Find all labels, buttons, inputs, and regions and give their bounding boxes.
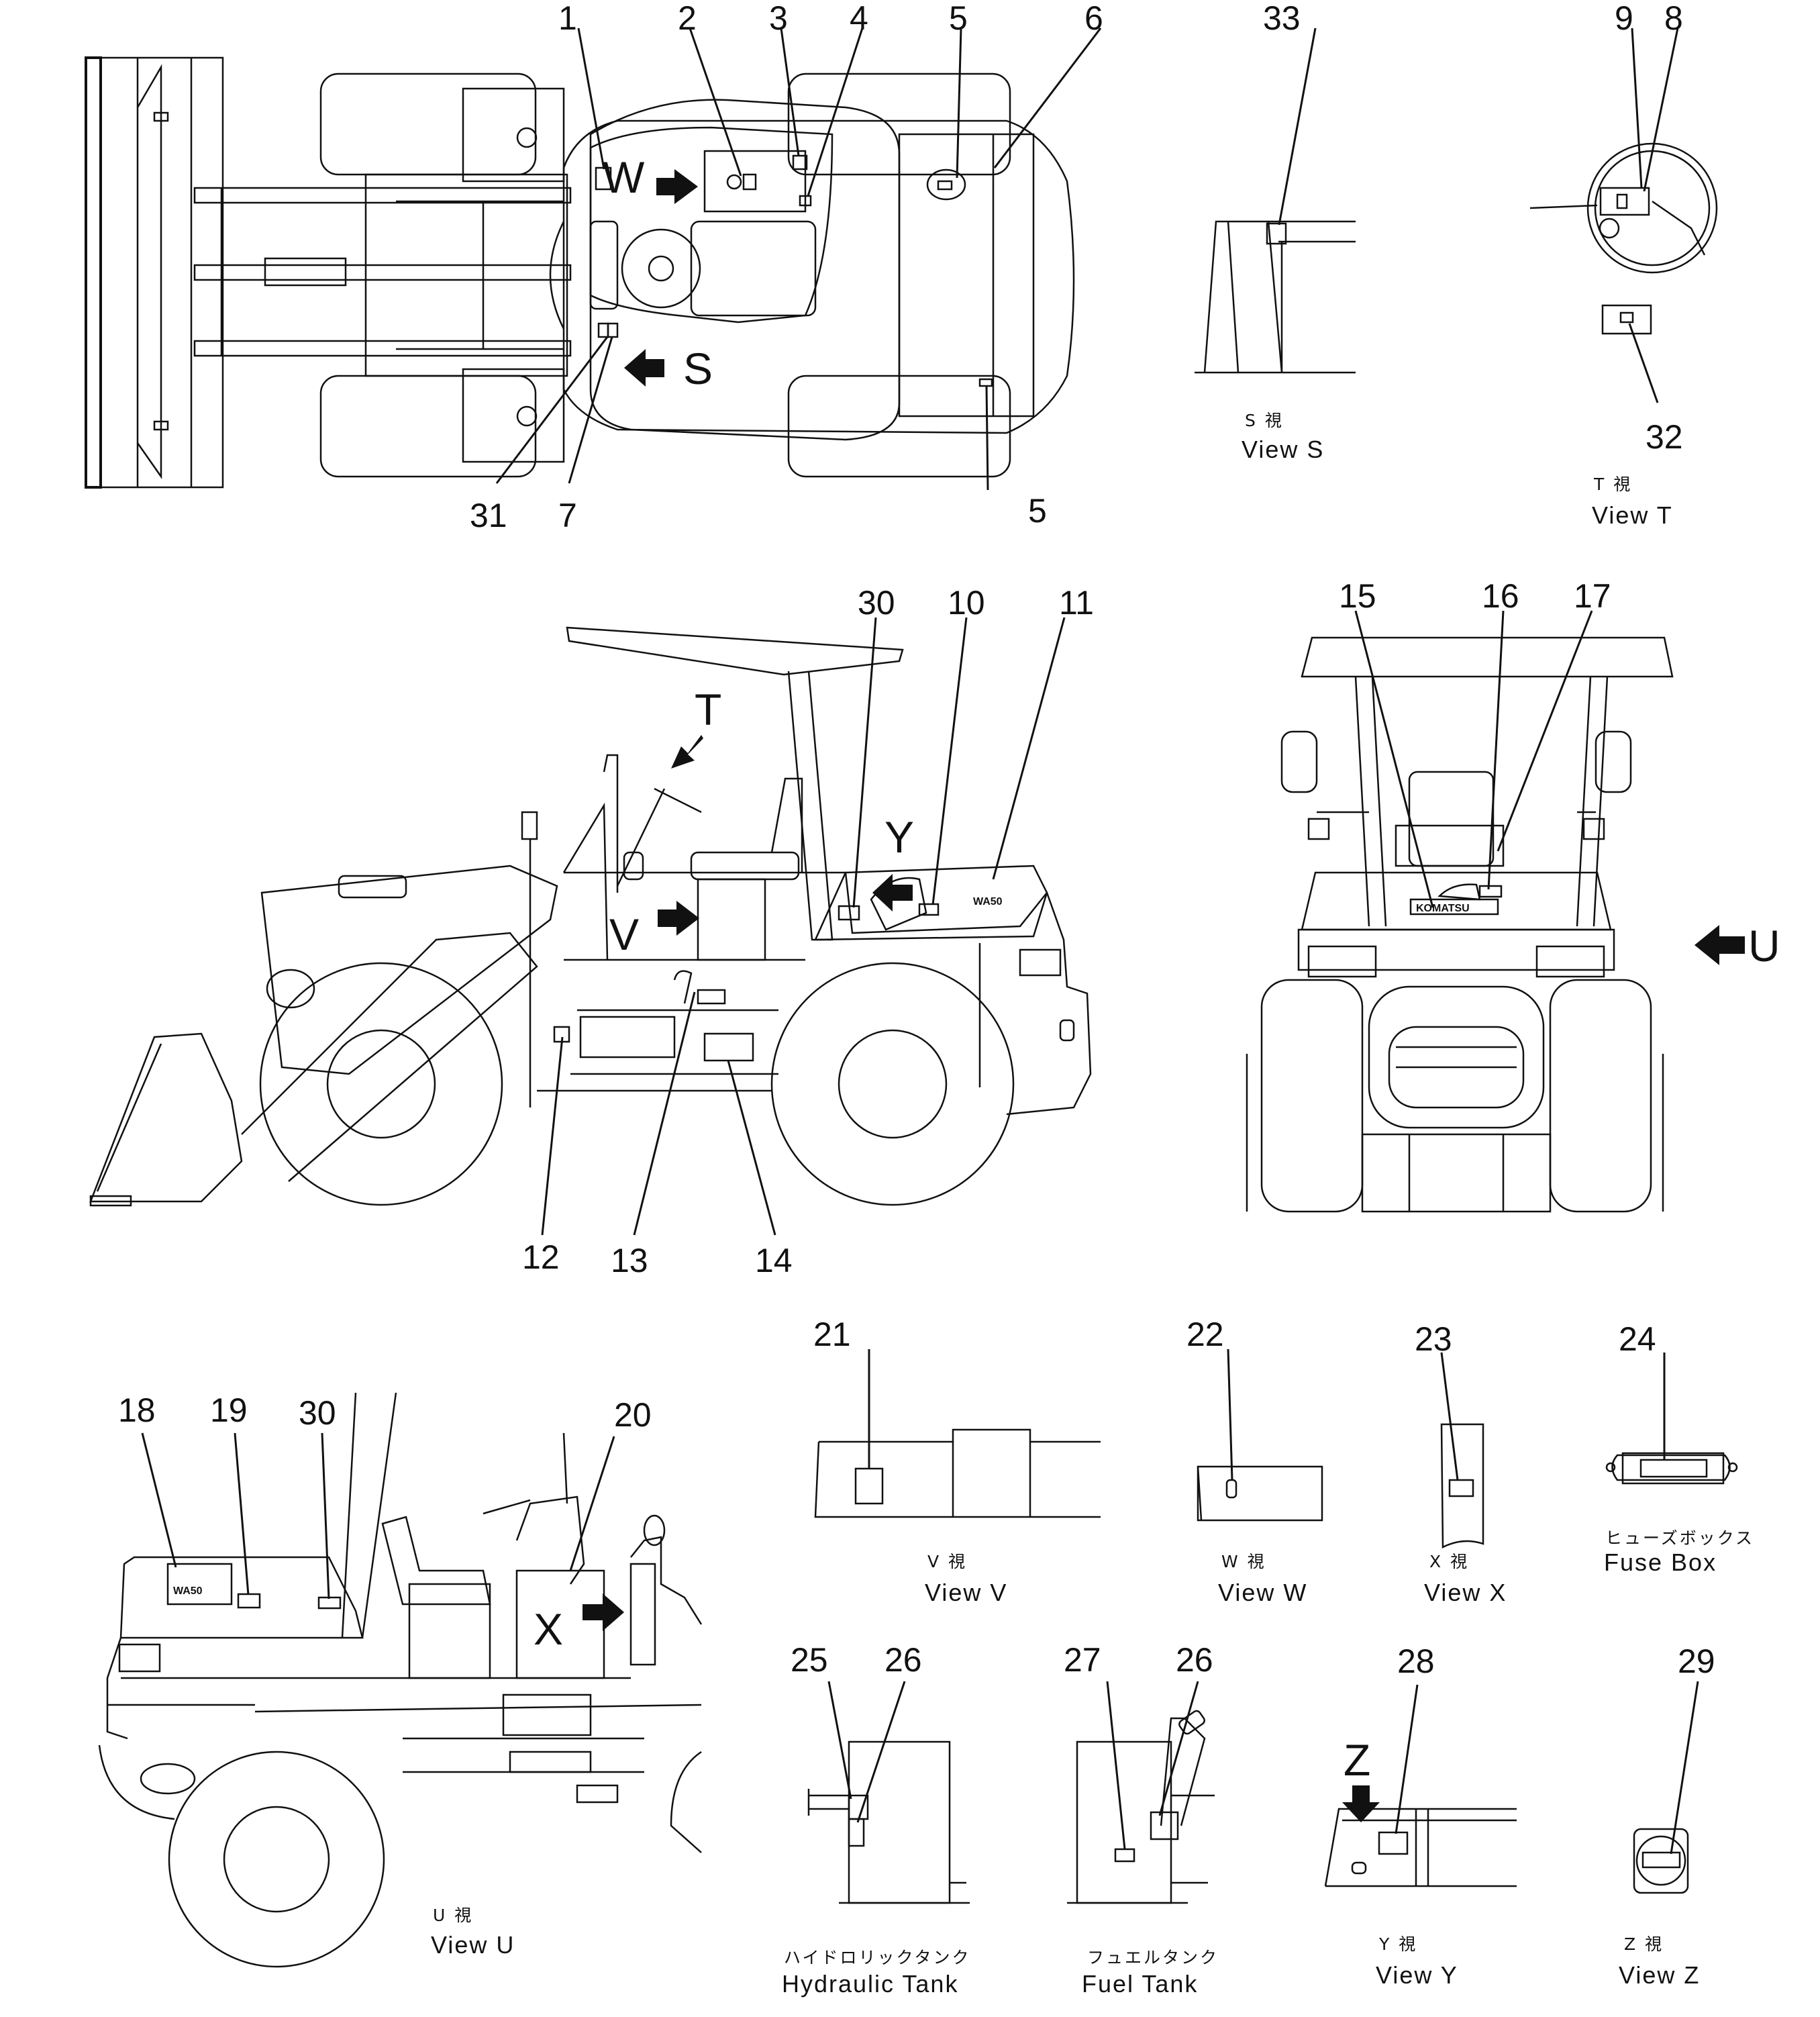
u-plate-text: WA50 [173, 1585, 203, 1597]
view-w-arrow-icon [656, 169, 698, 204]
callout-24: 24 [1619, 1320, 1656, 1358]
callout-33: 33 [1263, 0, 1301, 37]
view-letter-w: W [603, 152, 645, 202]
callout-20: 20 [614, 1396, 652, 1434]
callout-15: 15 [1339, 577, 1376, 615]
fuel-tank-caption-jp: フュエルタンク [1087, 1948, 1219, 1967]
callout-9: 9 [1615, 0, 1633, 37]
fuel-tank: 27 26 フュエルタンク Fuel Tank [1064, 1641, 1219, 1998]
view-v-caption-en: View V [925, 1579, 1007, 1606]
view-s-arrow-icon [624, 349, 664, 387]
callout-16: 16 [1482, 577, 1519, 615]
callout-1: 1 [558, 0, 577, 37]
fuse-box: 24 ヒューズボックス Fuse Box [1604, 1320, 1754, 1576]
callout-14: 14 [755, 1242, 793, 1279]
view-u-arrow-icon [1695, 925, 1745, 965]
rear-view: KOMATSU U 15 16 17 [1246, 577, 1780, 1213]
hydraulic-tank: 25 26 ハイドロリックタンク Hydraulic Tank [782, 1641, 971, 1998]
side-view: WA50 T V Y 30 10 11 12 13 14 [89, 584, 1094, 1279]
callout-22: 22 [1186, 1316, 1224, 1353]
view-u-caption-jp: U 視 [433, 1906, 473, 1925]
view-y-caption-jp: Y 視 [1378, 1934, 1417, 1954]
view-t-caption-jp: T 視 [1593, 475, 1632, 494]
callout-6: 6 [1084, 0, 1103, 37]
view-letter-u: U [1748, 921, 1780, 971]
callout-4: 4 [850, 0, 868, 37]
callout-25: 25 [791, 1641, 828, 1679]
view-z-caption-en: View Z [1619, 1961, 1700, 1989]
view-t-arrow-icon [671, 735, 703, 769]
callout-2: 2 [678, 0, 697, 37]
callout-30-side: 30 [858, 584, 895, 622]
callout-28: 28 [1397, 1642, 1435, 1680]
fuse-box-caption-jp: ヒューズボックス [1605, 1528, 1754, 1548]
view-x-arrow-icon [583, 1593, 624, 1631]
callout-7: 7 [558, 497, 577, 534]
view-z: 29 Z 視 View Z [1619, 1642, 1715, 1989]
callout-23: 23 [1415, 1320, 1452, 1358]
callout-17: 17 [1574, 577, 1611, 615]
view-s-caption-en: View S [1242, 436, 1324, 463]
view-x-caption-jp: X 視 [1429, 1552, 1469, 1571]
view-x-caption-en: View X [1424, 1579, 1507, 1606]
callout-30-u: 30 [299, 1394, 336, 1432]
callout-27: 27 [1064, 1641, 1101, 1679]
callout-26-hyd: 26 [884, 1641, 922, 1679]
view-x: 23 X 視 View X [1415, 1320, 1507, 1606]
view-letter-t: T [695, 685, 721, 734]
callout-8: 8 [1664, 0, 1683, 37]
rear-plate-text: KOMATSU [1416, 903, 1470, 914]
view-u: WA50 X 18 19 30 20 U [98, 1391, 703, 1968]
fuse-box-caption-en: Fuse Box [1604, 1548, 1717, 1576]
callout-5-bottom: 5 [1028, 492, 1047, 530]
callout-3: 3 [769, 0, 788, 37]
callout-19: 19 [210, 1391, 248, 1429]
view-v: 21 V 視 View V [813, 1316, 1101, 1606]
view-s: 33 S 視 View S [1195, 0, 1356, 463]
callout-21: 21 [813, 1316, 851, 1353]
callout-32: 32 [1646, 418, 1683, 456]
callout-5-top: 5 [949, 0, 968, 37]
view-u-caption-en: View U [431, 1931, 515, 1959]
view-w-caption-jp: W 視 [1221, 1552, 1266, 1571]
callout-11: 11 [1059, 584, 1094, 622]
callout-31: 31 [470, 497, 507, 534]
view-w: 22 W 視 View W [1186, 1316, 1323, 1606]
hydraulic-tank-caption-en: Hydraulic Tank [782, 1970, 958, 1998]
view-letter-y: Y [884, 812, 914, 862]
view-z-arrow-icon [1342, 1785, 1380, 1822]
callout-12: 12 [522, 1238, 560, 1276]
view-letter-x: X [534, 1604, 563, 1654]
fuel-tank-caption-en: Fuel Tank [1082, 1970, 1198, 1998]
view-z-caption-jp: Z 視 [1624, 1934, 1664, 1954]
view-letter-z: Z [1344, 1735, 1370, 1785]
callout-10: 10 [948, 584, 985, 622]
top-view: W S 1 2 3 4 5 6 5 31 7 [85, 0, 1103, 534]
view-t: 8 9 32 T 視 View T [1529, 0, 1718, 529]
callout-26-fuel: 26 [1176, 1641, 1213, 1679]
view-y-caption-en: View Y [1376, 1961, 1458, 1989]
view-y: Z 28 Y 視 View Y [1324, 1642, 1517, 1989]
view-t-caption-en: View T [1592, 501, 1673, 529]
side-plate-text: WA50 [973, 896, 1003, 907]
view-v-caption-jp: V 視 [927, 1552, 967, 1571]
view-w-caption-en: View W [1218, 1579, 1307, 1606]
hydraulic-tank-caption-jp: ハイドロリックタンク [784, 1948, 971, 1967]
callout-18: 18 [118, 1391, 156, 1429]
view-y-arrow-icon [872, 874, 913, 912]
callout-29: 29 [1678, 1642, 1715, 1680]
view-s-caption-jp: S 視 [1245, 411, 1284, 430]
callout-13: 13 [611, 1242, 648, 1279]
view-v-arrow-icon [658, 901, 699, 936]
view-letter-s: S [683, 344, 713, 393]
view-letter-v: V [609, 909, 639, 959]
